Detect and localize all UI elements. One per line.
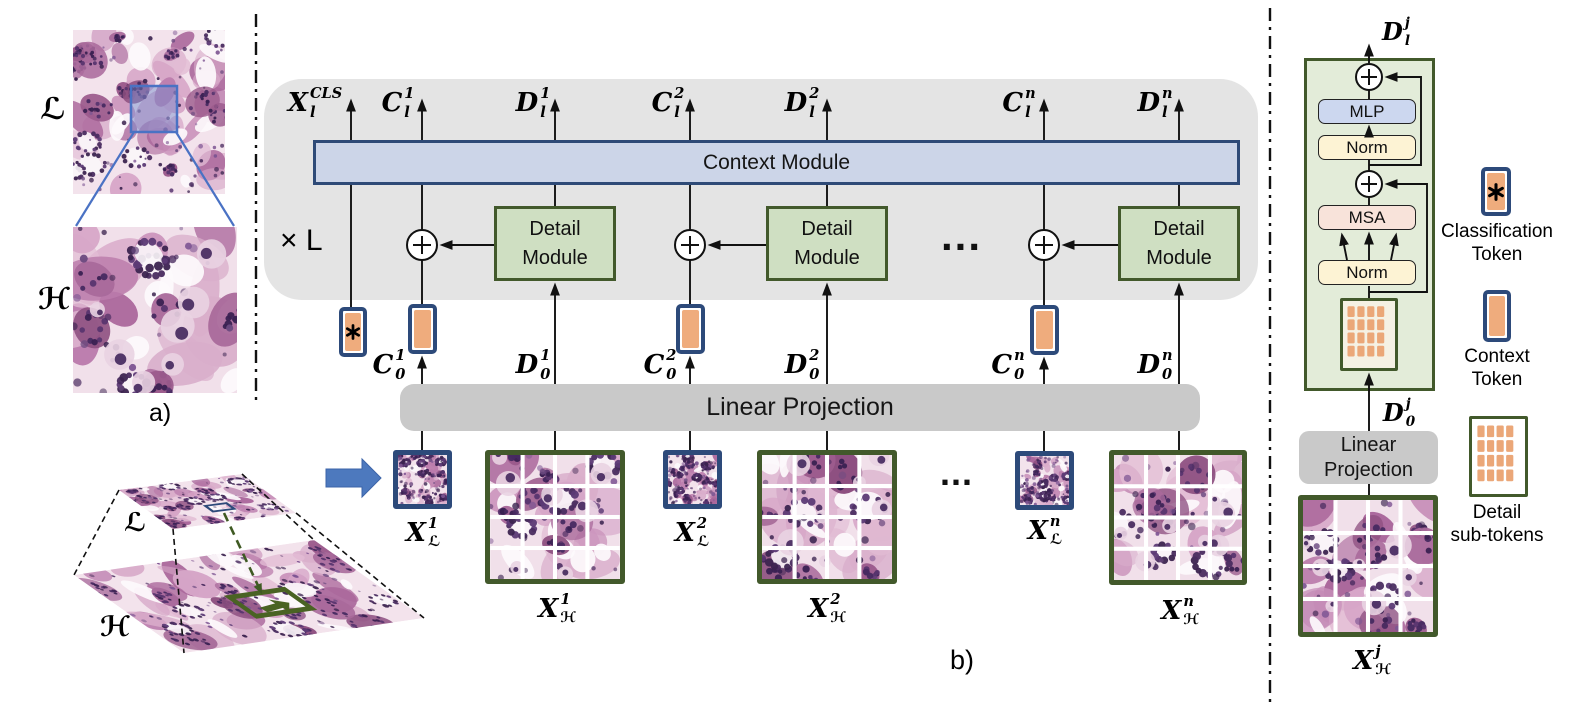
context-token-icon (1483, 290, 1511, 342)
times-l-label: × L (280, 224, 323, 257)
classification-token-icon (1481, 167, 1511, 216)
norm-box-top: Norm (1318, 135, 1416, 160)
pyramid-roi-high (223, 586, 318, 619)
patch-flow-arrow (325, 457, 382, 499)
msa-box: MSA (1318, 205, 1416, 230)
repeat-block-container (264, 79, 1258, 300)
detail-module-n: Detail Module (1118, 206, 1240, 281)
detail-module-1: Detail Module (494, 206, 616, 281)
patch-image-xl1 (393, 450, 452, 509)
token-fill (414, 310, 431, 348)
norm-box-bottom: Norm (1318, 260, 1416, 285)
linear-projection-box-right: Linear Projection (1299, 431, 1438, 484)
patch-image-xh2 (757, 450, 897, 584)
classification-asterisk-icon (345, 324, 361, 340)
legend-context-label: Context Token (1464, 346, 1530, 390)
legend-asterisk-icon (1488, 182, 1504, 201)
token-fill (1036, 311, 1053, 349)
detail-module-2: Detail Module (766, 206, 888, 281)
token-fill (345, 313, 361, 351)
ellipsis-modules: ... (941, 212, 983, 259)
context-token-2 (676, 304, 705, 354)
context-token-n (1030, 305, 1059, 355)
ellipsis-patches: ... (940, 452, 974, 493)
high-mag-symbol-pyramid: ℋ (100, 610, 131, 643)
pyramid-link-line (222, 512, 263, 595)
legend-detail-label: Detail sub-tokens (1450, 502, 1544, 546)
token-fill (1487, 173, 1505, 210)
context-module-label: Context Module (702, 150, 851, 174)
low-mag-symbol-a: ℒ (40, 92, 66, 127)
low-mag-symbol-pyramid: ℒ (124, 508, 147, 538)
pyramid-roi-low (202, 502, 237, 513)
panel-b-label: b) (950, 645, 975, 675)
patch-image-xl2 (663, 450, 722, 509)
context-module-box: Context Module (313, 140, 1240, 185)
patch-image-xhj (1298, 495, 1438, 637)
legend-classification-label: Classification Token (1441, 221, 1553, 265)
context-token-1 (408, 304, 437, 354)
patch-image-xh1 (485, 450, 625, 584)
patch-image-xhn (1109, 450, 1247, 585)
linear-projection-box: Linear Projection (400, 384, 1200, 431)
mlp-box: MLP (1318, 99, 1416, 124)
high-mag-symbol-a: ℋ (38, 282, 71, 317)
histology-image-high-mag (73, 227, 237, 393)
classification-token (339, 307, 367, 357)
token-fill (682, 310, 699, 348)
detail-subtokens-icon (1469, 416, 1528, 497)
pyramid-high-plane (74, 540, 424, 654)
token-fill (1489, 296, 1505, 336)
panel-a-label: a) (149, 399, 172, 427)
histology-image-low-mag (73, 30, 225, 194)
detail-subtokens-grid (1340, 298, 1398, 371)
patch-image-xln (1015, 451, 1074, 510)
